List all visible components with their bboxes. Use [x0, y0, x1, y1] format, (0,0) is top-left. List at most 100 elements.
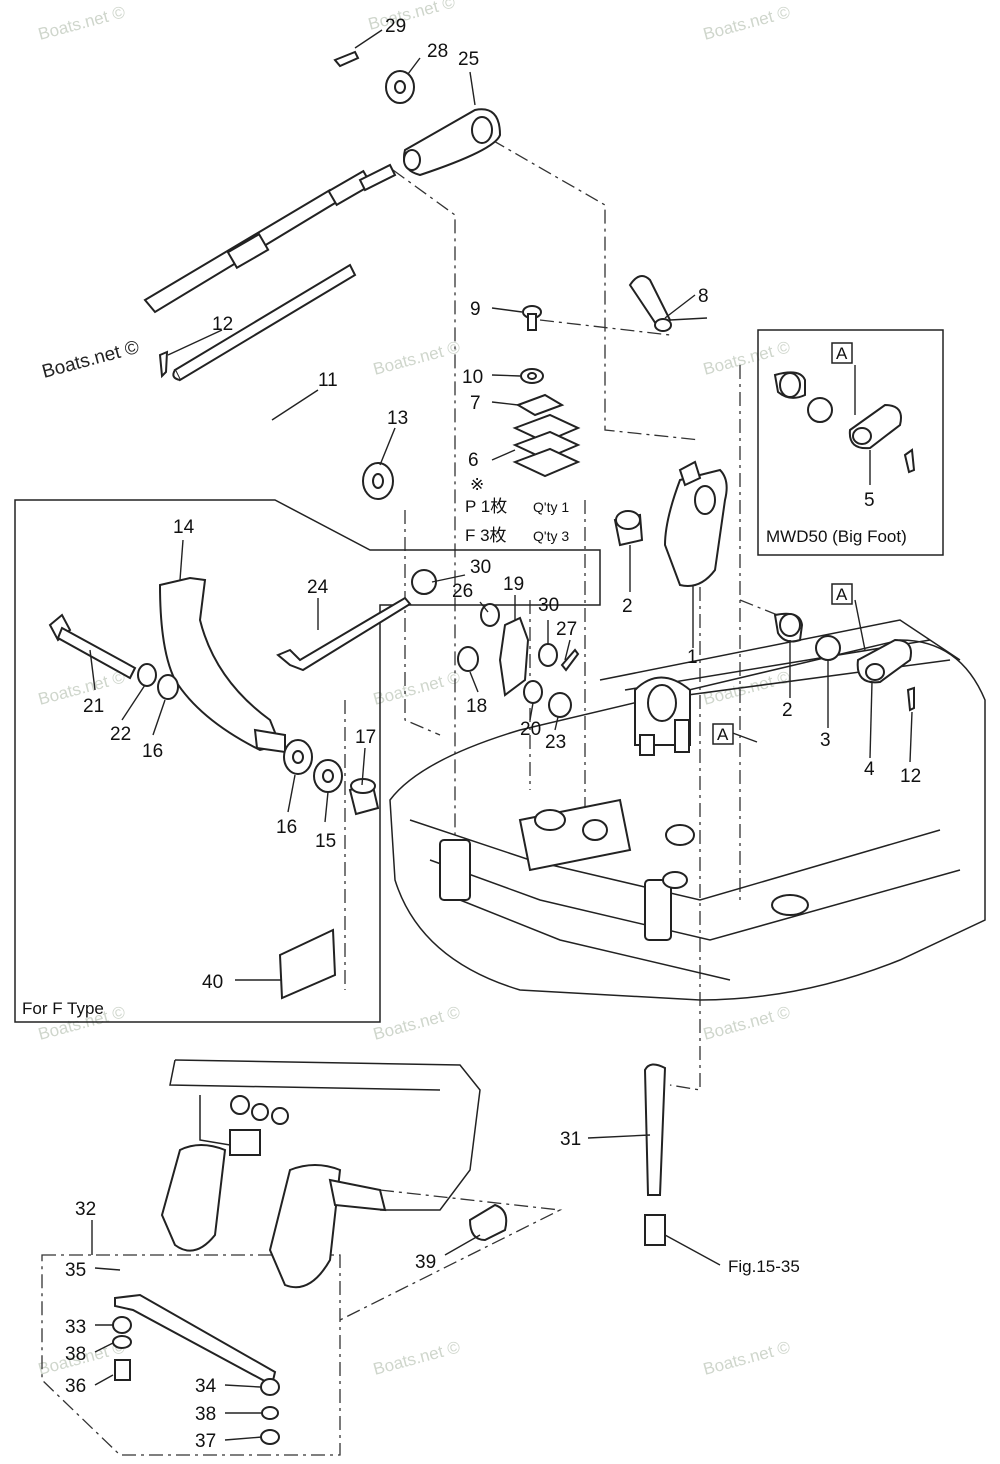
watermark: Boats.net ©: [701, 1002, 792, 1044]
bracket-housing: [389, 619, 986, 1001]
part-18-washer: [457, 646, 479, 672]
watermark: Boats.net ©: [371, 337, 462, 379]
part-10-washer: [520, 368, 544, 384]
part-33-collar: [112, 1316, 132, 1334]
part-9-screw: [522, 305, 542, 331]
callout-5: 5: [864, 490, 875, 511]
watermark: Boats.net ©: [40, 337, 142, 383]
part-16-washer-lower: [283, 739, 313, 775]
callout-20: 20: [520, 719, 541, 740]
inset-caption: MWD50 (Big Foot): [766, 527, 907, 546]
callouts: 29 28 25 8 9 10 7 6 ※ P 1枚 Q'ty 1 F 3枚 Q…: [22, 16, 921, 1452]
callout-32: 32: [75, 1199, 96, 1220]
callout-16: 16: [142, 741, 163, 762]
callout-26: 26: [452, 581, 473, 602]
callout-8: 8: [698, 286, 709, 307]
leader-lines: [89, 29, 913, 1441]
svg-text:A: A: [836, 585, 848, 604]
callout-38-lower: 38: [195, 1404, 216, 1425]
callout-39: 39: [415, 1252, 436, 1273]
qty-p-en: Q'ty 1: [533, 499, 569, 515]
callout-14: 14: [173, 517, 195, 538]
part-3-damper: [815, 635, 841, 661]
part-27-screw: [560, 648, 580, 672]
part-40-label: [278, 928, 337, 1000]
watermark: Boats.net ©: [36, 2, 127, 44]
part-23-nut: [548, 692, 572, 718]
watermark: Boats.net ©: [36, 667, 127, 709]
watermark: Boats.net ©: [371, 1337, 462, 1379]
callout-6: 6: [468, 450, 479, 471]
callout-31: 31: [560, 1129, 581, 1150]
qty-p: P 1枚: [465, 497, 507, 516]
part-16-washer: [157, 674, 179, 700]
part-39-bushing: [468, 1203, 508, 1242]
watermark: Boats.net ©: [701, 1337, 792, 1379]
part-1-arm: [663, 460, 728, 587]
qty-f-en: Q'ty 3: [533, 528, 569, 544]
callout-33: 33: [65, 1317, 86, 1338]
ref-box-a: A: [831, 583, 853, 605]
ref-box-a: A: [831, 342, 853, 364]
svg-text:A: A: [717, 725, 729, 744]
throttle-cable: [143, 163, 397, 314]
part-17-collar: [348, 778, 380, 816]
callout-21: 21: [83, 696, 104, 717]
fig-ref: Fig.15-35: [728, 1257, 800, 1276]
callout-27: 27: [556, 619, 577, 640]
callout-37: 37: [195, 1431, 216, 1452]
part-8-lever: [628, 275, 672, 332]
callout-2: 2: [622, 596, 633, 617]
callout-9: 9: [470, 299, 481, 320]
part-25-clevis: [403, 108, 502, 177]
callout-28: 28: [427, 41, 448, 62]
watermark: Boats.net ©: [701, 2, 792, 44]
callout-10: 10: [462, 367, 483, 388]
callout-1: 1: [687, 647, 698, 668]
part-20-washer: [523, 680, 543, 704]
part-38-washer: [112, 1335, 132, 1349]
part-30-washer: [538, 643, 558, 667]
part-24-rod: [276, 596, 412, 672]
callout-13: 13: [387, 408, 408, 429]
callout-12: 12: [212, 314, 233, 335]
part-38-washer-lower: [261, 1406, 279, 1420]
callout-18: 18: [466, 696, 487, 717]
callout-15: 15: [315, 831, 336, 852]
part-12-pin: [158, 350, 169, 379]
callout-29: 29: [385, 16, 406, 37]
callout-19: 19: [503, 574, 524, 595]
callout-40: 40: [202, 972, 223, 993]
callout-16-lower: 16: [276, 817, 297, 838]
part-6-plates: [512, 413, 581, 478]
callout-36: 36: [65, 1376, 86, 1397]
callout-4: 4: [864, 759, 875, 780]
callout-17: 17: [355, 727, 376, 748]
part-22-washer: [137, 663, 157, 687]
callout-23: 23: [545, 732, 566, 753]
part-11-shaft: [172, 263, 357, 382]
inset-big-foot: MWD50 (Big Foot): [757, 329, 944, 556]
watermark: Boats.net ©: [371, 1002, 462, 1044]
fig-ref-collar: [644, 1214, 666, 1246]
callout-35: 35: [65, 1260, 86, 1281]
callout-30: 30: [470, 557, 491, 578]
part-2-bushing-lower: [773, 612, 804, 643]
ref-box-a: A: [712, 723, 734, 745]
part-34-collar: [260, 1378, 280, 1396]
part-19-plate: [498, 616, 530, 697]
part-31-rod: [643, 1063, 667, 1196]
part-26-bushing: [411, 569, 437, 595]
part-2-bushing: [613, 510, 644, 547]
part-32-link: [114, 1293, 277, 1387]
watermark: Boats.net ©: [366, 0, 457, 34]
callout-3: 3: [820, 730, 831, 751]
callout-2-right: 2: [782, 700, 793, 721]
f-type-box: [14, 499, 601, 1023]
callout-38: 38: [65, 1344, 86, 1365]
part-12-pin-right: [906, 686, 915, 712]
qty-f: F 3枚: [465, 526, 507, 545]
callout-25: 25: [458, 49, 479, 70]
part-14-bracket: [158, 576, 286, 754]
